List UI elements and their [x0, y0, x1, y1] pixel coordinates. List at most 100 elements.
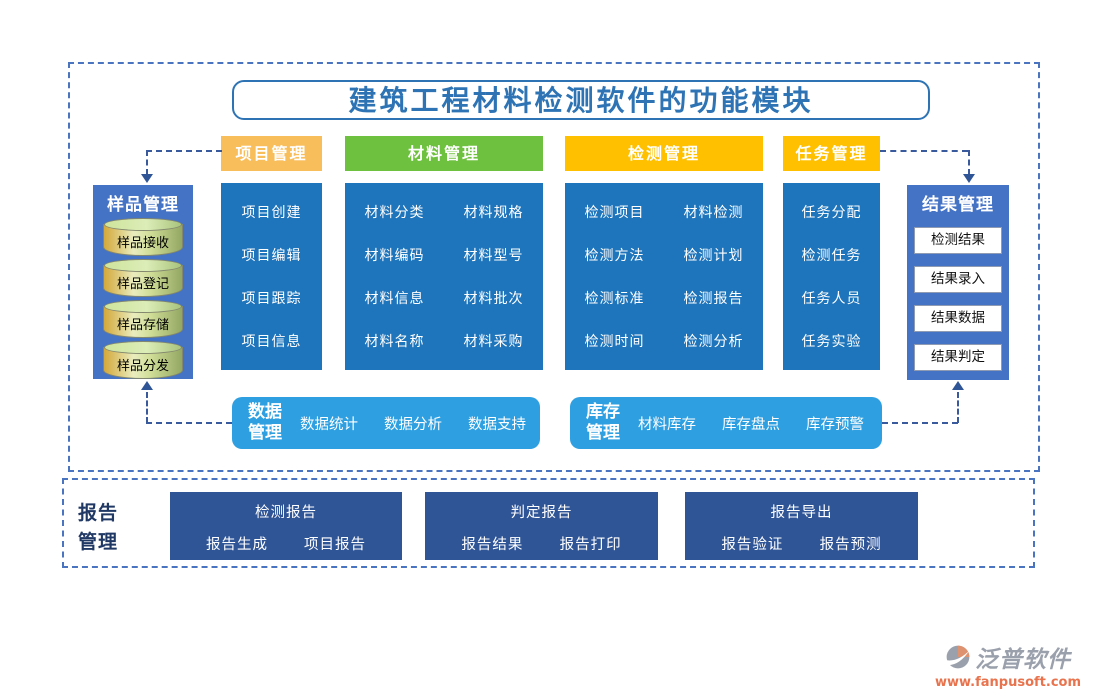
bar-label: 库存管理 [586, 401, 620, 443]
cylinder-sample-distribute: 样品分发 [103, 341, 183, 379]
connector-line [146, 150, 222, 152]
report-item: 报告验证 [721, 537, 784, 553]
cylinder-sample-receive: 样品接收 [103, 218, 183, 256]
cylinder-label: 样品登记 [116, 277, 169, 292]
column-task-management: 任务分配 检测任务 任务人员 任务实验 [783, 183, 880, 370]
module-item: 任务人员 [801, 290, 862, 307]
panel-result-management: 结果管理 检测结果 结果录入 结果数据 结果判定 [907, 185, 1009, 380]
result-item: 检测结果 [914, 227, 1002, 254]
cylinder-shape [103, 306, 183, 338]
report-card-judgement: 判定报告 报告结果 报告打印 [425, 492, 658, 560]
column-material-management: 材料分类 材料规格 材料编码 材料型号 材料信息 材料批次 材料名称 材料采购 [345, 183, 543, 370]
module-item: 项目跟踪 [241, 290, 302, 307]
module-item: 检测项目 [584, 205, 645, 222]
report-card-title: 报告导出 [770, 505, 833, 521]
arrow-down-icon [963, 174, 975, 183]
report-card-testing: 检测报告 报告生成 项目报告 [170, 492, 402, 560]
module-item: 检测分析 [683, 333, 744, 350]
module-item: 材料采购 [463, 333, 524, 350]
cylinder-shape [104, 259, 182, 272]
result-item: 结果判定 [914, 344, 1002, 371]
connector-line [880, 150, 968, 152]
module-item: 材料规格 [463, 205, 524, 222]
bar-label: 数据管理 [248, 401, 282, 443]
module-item: 材料型号 [463, 248, 524, 265]
module-item: 材料信息 [364, 290, 425, 307]
module-item: 材料批次 [463, 290, 524, 307]
report-card-items: 报告结果 报告打印 [425, 533, 658, 554]
bar-items: 数据统计 数据分析 数据支持 [300, 413, 526, 434]
vendor-logo: 泛普软件 www.fanpusoft.com [928, 640, 1088, 690]
cylinder-shape [104, 218, 182, 231]
bar-item: 数据统计 [300, 416, 358, 433]
header-task-management: 任务管理 [783, 136, 880, 171]
cylinder-shape [104, 300, 182, 313]
report-card-title: 检测报告 [255, 505, 317, 521]
bar-items: 材料库存 库存盘点 库存预警 [638, 413, 864, 434]
cylinder-sample-register: 样品登记 [103, 259, 183, 297]
result-item: 结果数据 [914, 305, 1002, 332]
connector-line [957, 392, 959, 423]
connector-line [968, 150, 970, 175]
panel-title: 结果管理 [922, 195, 994, 215]
panel-sample-management: 样品管理 样品接收 样品登记 样品存储 样品分发 [93, 185, 193, 379]
logo-row: 泛普软件 [928, 640, 1088, 674]
module-item: 材料分类 [364, 205, 425, 222]
bar-item: 材料库存 [638, 416, 696, 433]
diagram-title: 建筑工程材料检测软件的功能模块 [232, 80, 930, 120]
logo-text: 泛普软件 [975, 647, 1071, 673]
module-item: 任务实验 [801, 333, 862, 350]
report-item: 报告打印 [559, 537, 622, 553]
result-item: 结果录入 [914, 266, 1002, 293]
module-item: 项目创建 [241, 205, 302, 222]
cylinder-sample-storage: 样品存储 [103, 300, 183, 338]
module-item: 检测计划 [683, 248, 744, 265]
column-testing-management: 检测项目 材料检测 检测方法 检测计划 检测标准 检测报告 检测时间 检测分析 [565, 183, 763, 370]
report-item: 报告结果 [461, 537, 524, 553]
report-item: 报告生成 [206, 537, 268, 553]
cylinder-label: 样品接收 [116, 236, 169, 251]
cylinder-label: 样品分发 [116, 359, 169, 374]
connector-line [882, 422, 958, 424]
report-card-items: 报告验证 报告预测 [685, 533, 918, 554]
module-item: 检测任务 [801, 248, 862, 265]
bar-stock-management: 库存管理 材料库存 库存盘点 库存预警 [570, 397, 882, 449]
connector-line [146, 392, 148, 423]
module-item: 检测方法 [584, 248, 645, 265]
module-item: 材料检测 [683, 205, 744, 222]
arrow-down-icon [141, 174, 153, 183]
module-item: 材料编码 [364, 248, 425, 265]
header-material-management: 材料管理 [345, 136, 543, 171]
module-item: 项目信息 [241, 333, 302, 350]
module-item: 任务分配 [801, 205, 862, 222]
bar-data-management: 数据管理 数据统计 数据分析 数据支持 [232, 397, 540, 449]
report-item: 项目报告 [304, 537, 366, 553]
column-project-management: 项目创建 项目编辑 项目跟踪 项目信息 [221, 183, 322, 370]
module-item: 检测标准 [584, 290, 645, 307]
bar-item: 数据分析 [384, 416, 442, 433]
report-card-items: 报告生成 项目报告 [170, 533, 402, 554]
report-card-title: 判定报告 [510, 505, 573, 521]
module-item: 检测报告 [683, 290, 744, 307]
connector-line [146, 422, 232, 424]
header-testing-management: 检测管理 [565, 136, 763, 171]
report-section-label: 报告管理 [78, 502, 119, 554]
bar-item: 库存盘点 [722, 416, 780, 433]
header-project-management: 项目管理 [221, 136, 322, 171]
report-dashed-frame [62, 478, 1035, 568]
module-item: 项目编辑 [241, 248, 302, 265]
cylinder-shape [104, 341, 182, 354]
arrow-up-icon [952, 381, 964, 390]
report-card-export: 报告导出 报告验证 报告预测 [685, 492, 918, 560]
arrow-up-icon [141, 381, 153, 390]
main-dashed-frame [68, 62, 1040, 472]
module-item: 检测时间 [584, 333, 645, 350]
bar-item: 数据支持 [468, 416, 526, 433]
panel-title: 样品管理 [107, 195, 179, 215]
cylinder-label: 样品存储 [116, 318, 169, 333]
fanpu-logo-icon [946, 645, 970, 669]
module-item: 材料名称 [364, 333, 425, 350]
logo-url: www.fanpusoft.com [934, 675, 1082, 690]
connector-line [146, 150, 148, 175]
